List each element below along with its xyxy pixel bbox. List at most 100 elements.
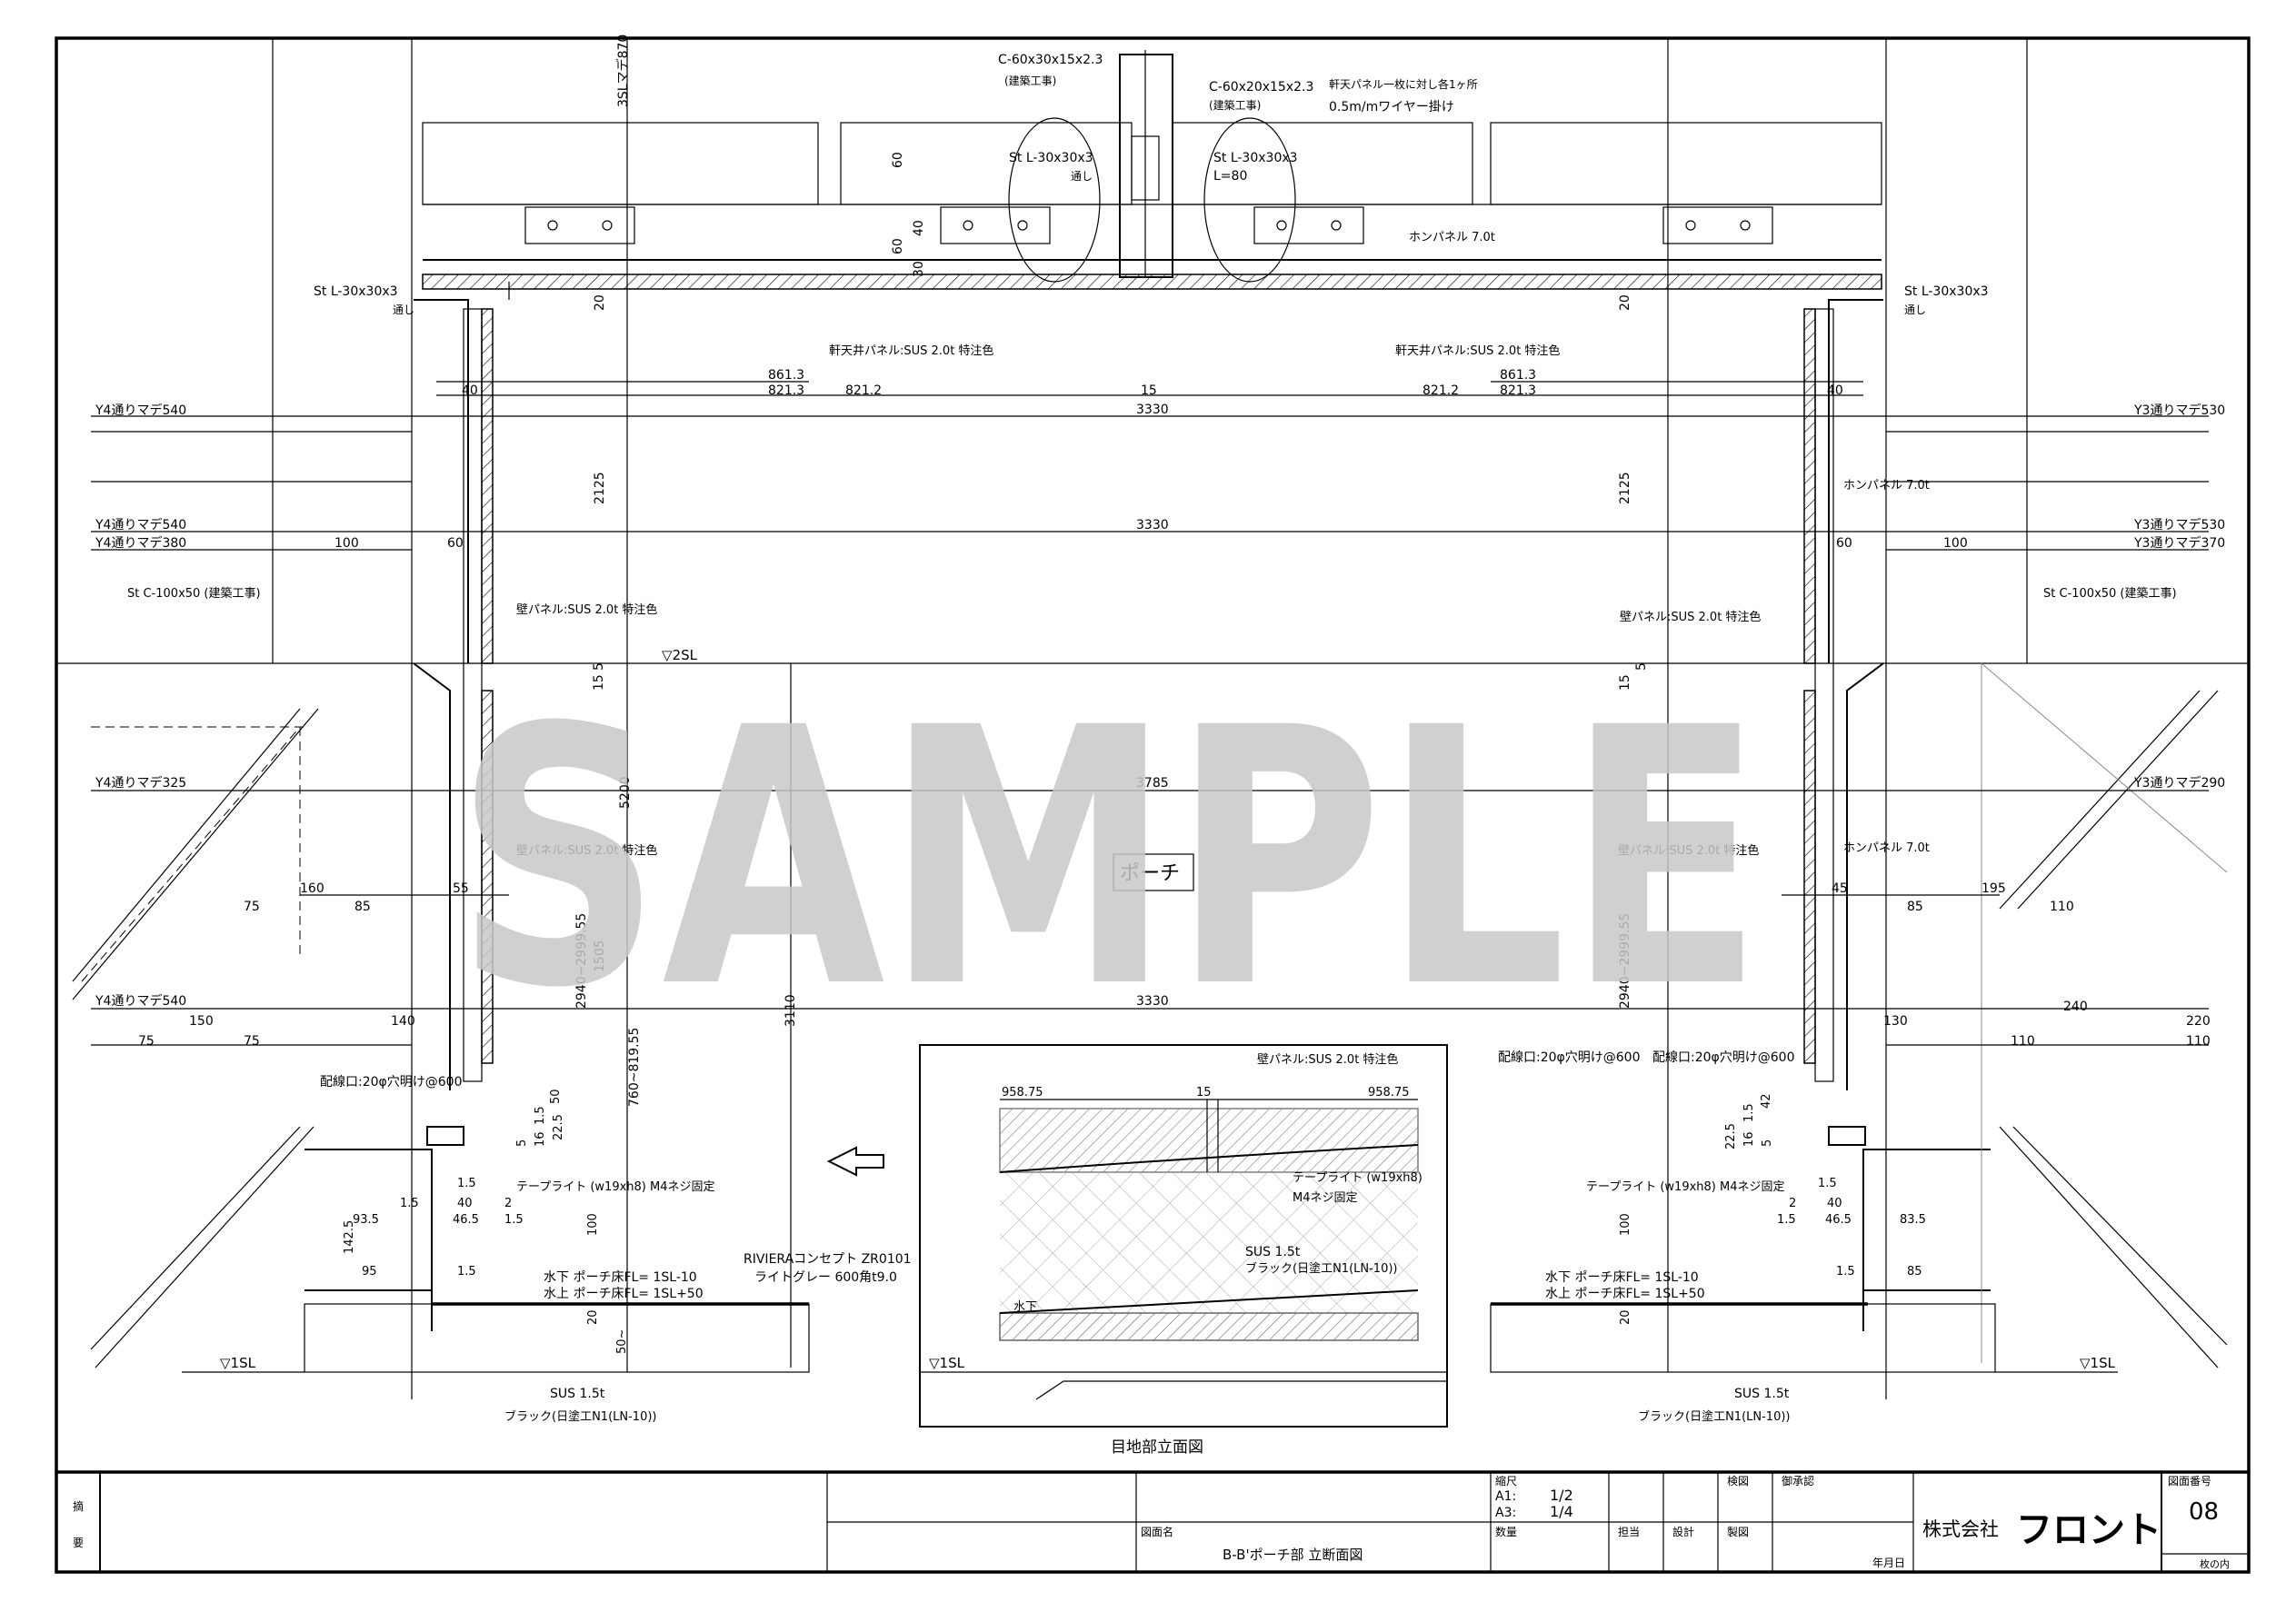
- dim-75-b: 75: [138, 1034, 155, 1049]
- date-label: 年月日: [1872, 1557, 1905, 1569]
- seizu-label: 製図: [1727, 1526, 1749, 1538]
- dim-40-v: 40: [912, 220, 926, 236]
- dim-15-l: 15: [592, 674, 606, 691]
- scale-a3: A3:: [1495, 1506, 1516, 1520]
- dim-2125-l: 2125: [593, 472, 607, 504]
- dim-22-5-r: 22.5: [1724, 1123, 1738, 1149]
- dim-85-b: 85: [1907, 900, 1923, 914]
- kenzu-label: 検図: [1727, 1475, 1749, 1488]
- dim-40-l: 40: [462, 383, 478, 398]
- dim-60-l: 60: [447, 536, 464, 551]
- callout-stl-left-top-2: 通し: [1071, 170, 1093, 183]
- dim-3330-c: 3330: [1136, 994, 1169, 1009]
- level-1sl-detail: ▽1SL: [929, 1355, 965, 1371]
- grid-y3-530-mid: Y3通りマデ530: [2133, 517, 2225, 532]
- dim-75-a: 75: [244, 900, 260, 914]
- title-block: [56, 1470, 2249, 1572]
- dim-50: 50: [549, 1089, 563, 1104]
- dim-40-c: 40: [457, 1197, 473, 1210]
- grid-y4-540-top: Y4通りマデ540: [95, 403, 186, 418]
- callout-stl-left-side: St L-30x30x3: [314, 284, 398, 299]
- callout-wiring-right: 配線口:20φ穴明け@600: [1652, 1050, 1795, 1065]
- dim-110-a: 110: [2050, 900, 2074, 914]
- remarks-1: 摘: [73, 1499, 84, 1513]
- callout-hon-panel-right-2: ホンパネル 7.0t: [1843, 841, 1930, 855]
- dim-3330-b: 3330: [1136, 518, 1169, 532]
- dim-83-5: 83.5: [1900, 1213, 1926, 1227]
- dim-2-b: 2: [1789, 1197, 1796, 1210]
- callout-ceiling-wire-2: 0.5m/mワイヤー掛け: [1329, 100, 1454, 114]
- grid-y4-540-low: Y4通りマデ540: [95, 993, 186, 1009]
- quantity-label: 数量: [1495, 1525, 1517, 1538]
- dim-861-3-r: 861.3: [1500, 368, 1536, 383]
- callout-c-channel-1-note: (建築工事): [1004, 74, 1056, 87]
- callout-sus-right-2: ブラック(日塗工N1(LN-10)): [1638, 1409, 1790, 1424]
- dim-1-5-b: 1.5: [1742, 1103, 1756, 1122]
- dim-1-5-e: 1.5: [504, 1213, 524, 1227]
- dim-5-l: 5: [592, 662, 606, 671]
- dim-760: 760~819.55: [627, 1028, 642, 1107]
- callout-wiring-left: 配線口:20φ穴明け@600: [320, 1075, 463, 1090]
- scale-a3-value: 1/4: [1550, 1503, 1573, 1520]
- dim-220: 220: [2186, 1014, 2211, 1029]
- callout-floor-right-1: 水下 ポーチ床FL= 1SL-10: [1545, 1270, 1699, 1285]
- dim-20-l: 20: [593, 294, 607, 311]
- client-approval-label: 御承認: [1782, 1474, 1814, 1488]
- dim-1-5-c: 1.5: [457, 1177, 476, 1190]
- grid-3sl-870: 3SLマデ870: [615, 35, 631, 107]
- callout-stl-left-top: St L-30x30x3: [1009, 151, 1093, 165]
- callout-riviera-1: RIVIERAコンセプト ZR0101: [744, 1252, 912, 1267]
- callout-sus-left: SUS 1.5t: [550, 1387, 605, 1401]
- dim-142-5: 142.5: [343, 1220, 356, 1254]
- dim-150: 150: [189, 1014, 214, 1029]
- callout-stl-right-side: St L-30x30x3: [1904, 284, 1989, 299]
- dim-20-v-r: 20: [1619, 1309, 1632, 1325]
- dim-100-r: 100: [1943, 536, 1968, 551]
- callout-floor-left-2: 水上 ポーチ床FL= 1SL+50: [544, 1287, 704, 1301]
- dim-821-2-l: 821.2: [845, 383, 882, 398]
- dim-15-det: 15: [1196, 1086, 1212, 1100]
- floor-slabs: [182, 1302, 2118, 1373]
- callout-detail-sus-2: ブラック(日塗工N1(LN-10)): [1245, 1261, 1397, 1276]
- callout-stc-right: St C-100x50 (建築工事): [2043, 587, 2177, 601]
- dim-110-b: 110: [2011, 1034, 2035, 1049]
- dim-958-l: 958.75: [1002, 1086, 1043, 1100]
- dim-130: 130: [1883, 1014, 1908, 1029]
- dim-55: 55: [453, 881, 469, 896]
- dim-20-r: 20: [1618, 294, 1632, 311]
- dim-15-top: 15: [1141, 383, 1157, 398]
- dim-40-r: 40: [1827, 383, 1843, 398]
- dim-2125-r: 2125: [1618, 472, 1632, 504]
- dim-60-r: 60: [1836, 536, 1852, 551]
- dim-30-v: 30: [912, 261, 926, 277]
- dim-22-5-l: 22.5: [552, 1114, 565, 1140]
- drawing-name: B-B'ポーチ部 立断面図: [1223, 1547, 1363, 1563]
- dim-60-v1: 60: [891, 152, 905, 168]
- dim-95: 95: [362, 1265, 377, 1279]
- remarks-2: 要: [73, 1537, 84, 1549]
- porch-label: ポーチ: [1120, 862, 1180, 885]
- sheet-border: [55, 36, 2251, 1574]
- callout-stl-right-top-2: L=80: [1213, 169, 1247, 184]
- detail-caption: 目地部立面図: [1111, 1438, 1203, 1457]
- sample-watermark: SAMPLE: [454, 652, 1763, 1065]
- callout-wall-panel-r2: 壁パネル:SUS 2.0t 特注色: [1618, 843, 1759, 858]
- grid-y4-540-mid: Y4通りマデ540: [95, 517, 186, 532]
- dim-958-r: 958.75: [1368, 1086, 1410, 1100]
- callout-tape-right: テープライト (w19xh8) M4ネジ固定: [1586, 1180, 1785, 1194]
- dim-3785: 3785: [1136, 776, 1169, 791]
- callout-stl-left-side-2: 通し: [393, 304, 414, 316]
- tantou-label: 担当: [1618, 1526, 1640, 1538]
- callout-c-channel-2-note: (建築工事): [1209, 98, 1261, 112]
- scale-a1-value: 1/2: [1550, 1487, 1573, 1504]
- level-1sl-left: ▽1SL: [220, 1355, 256, 1371]
- dim-5-b: 5: [1761, 1139, 1774, 1147]
- dim-46-5-l: 46.5: [453, 1213, 479, 1227]
- callout-sus-left-2: ブラック(日塗工N1(LN-10)): [504, 1409, 656, 1424]
- callout-stl-right-top: St L-30x30x3: [1213, 151, 1298, 165]
- grid-y4-325: Y4通りマデ325: [95, 775, 186, 791]
- dim-85-a: 85: [354, 900, 371, 914]
- dim-160: 160: [300, 881, 324, 896]
- dim-40-d: 40: [1827, 1197, 1842, 1210]
